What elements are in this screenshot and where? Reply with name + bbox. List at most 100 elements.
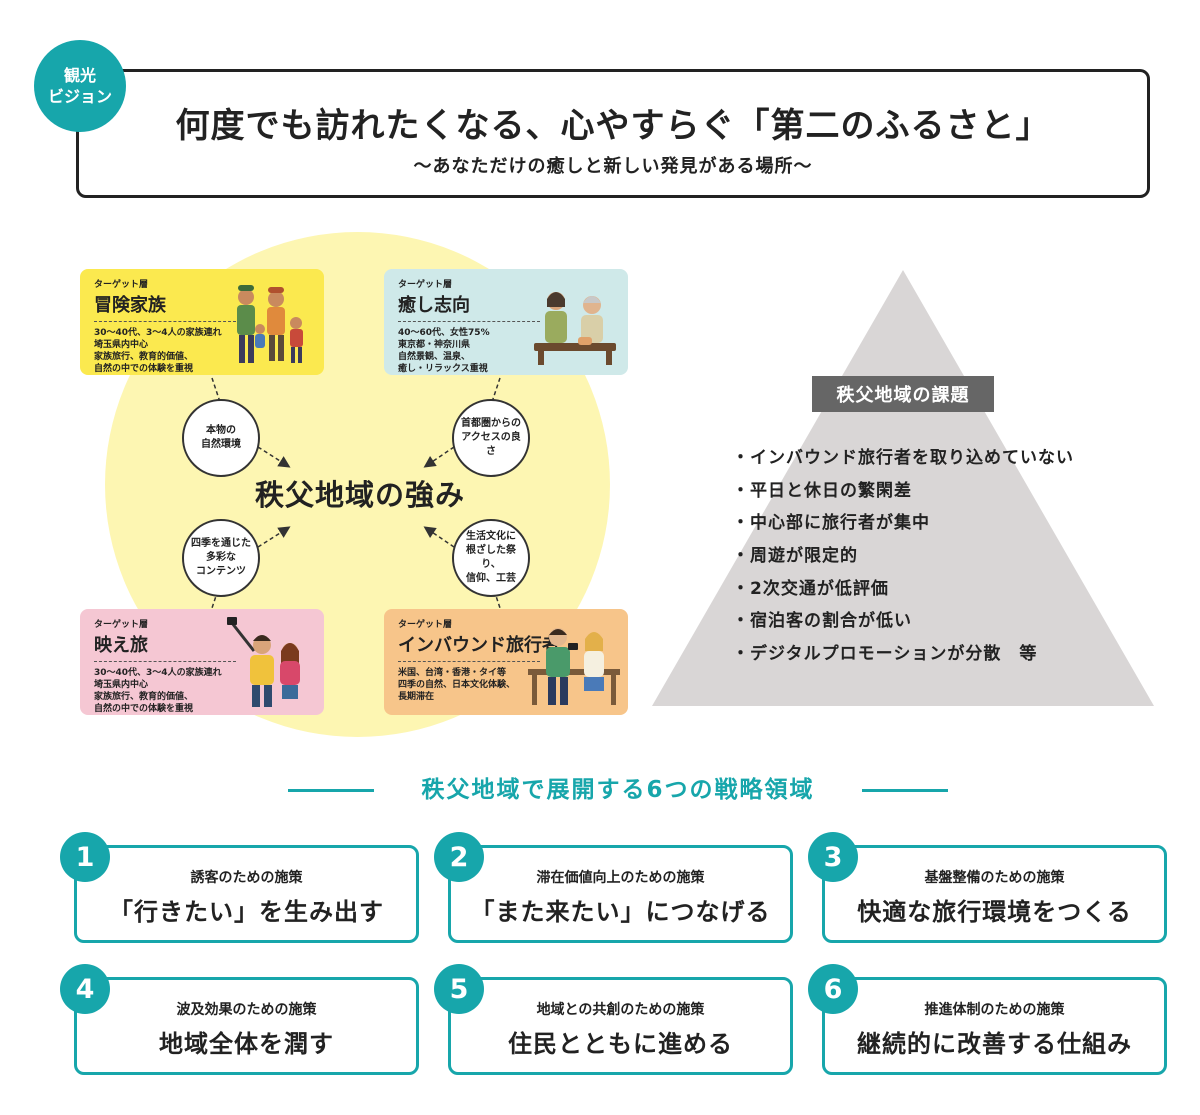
strategy-main-text: 「また来たい」につなげる xyxy=(470,898,771,926)
strategy-number-badge: 5 xyxy=(434,964,484,1014)
strategy-subtitle: 推進体制のための施策 xyxy=(924,1002,1065,1018)
issues-panel: 秩父地域の課題 ・インバウンド旅行者を取り込めていない ・平日と休日の繁閑差 ・… xyxy=(652,270,1154,706)
target-desc-line: 長期滞在 xyxy=(398,692,435,702)
strategy-card-1: 誘客のための施策 「行きたい」を生み出す xyxy=(74,845,419,943)
target-title: インバウンド旅行者 xyxy=(398,635,560,656)
strengths-diagram: ターゲット層 冒険家族 30〜40代、3〜4人の家族連れ 埼玉県内中心 家族旅行… xyxy=(0,220,650,750)
issues-triangle xyxy=(652,270,1154,706)
strategy-heading-text: 秩父地域で展開する6つの戦略領域 xyxy=(421,777,815,803)
vision-title: 何度でも訪れたくなる、心やすらぐ「第二のふるさと」 xyxy=(175,106,1051,146)
issue-item: ・インバウンド旅行者を取り込めていない xyxy=(732,448,1074,468)
issue-item: ・周遊が限定的 xyxy=(732,546,858,567)
strength-text-line: 自然環境 xyxy=(201,439,241,450)
strategy-card-2: 滞在価値向上のための施策 「また来たい」につなげる xyxy=(448,845,793,943)
target-desc-line: 埼玉県内中心 xyxy=(94,340,149,350)
issue-item: ・デジタルプロモーションが分散 等 xyxy=(732,644,1038,665)
couple-selfie-illustration xyxy=(227,617,300,707)
strategy-main-text: 「行きたい」を生み出す xyxy=(109,898,384,926)
strategy-number-badge: 3 xyxy=(808,832,858,882)
strategy-subtitle: 誘客のための施策 xyxy=(190,870,303,886)
strength-culture: 生活文化に 根ざした祭り、 信仰、工芸 xyxy=(452,519,530,597)
link-adv-to-nature xyxy=(211,377,221,403)
target-desc-line: 30〜40代、3〜4人の家族連れ xyxy=(94,328,222,338)
target-description: 40〜60代、女性75% 東京都・神奈川県 自然景観、温泉、 癒し・リラックス重… xyxy=(398,327,543,375)
target-desc-line: 四季の自然、日本文化体験、 xyxy=(398,680,516,690)
arrow-culture-to-center xyxy=(423,526,455,548)
link-heal-to-access xyxy=(491,377,501,403)
target-desc-line: 東京都・神奈川県 xyxy=(398,340,471,350)
target-separator xyxy=(398,661,540,662)
target-title: 癒し志向 xyxy=(398,295,470,316)
issues-title: 秩父地域の課題 xyxy=(812,376,994,412)
target-desc-line: 自然の中での体験を重視 xyxy=(94,364,194,374)
diagram-connectors xyxy=(211,377,501,609)
target-tag: ターゲット層 xyxy=(398,280,453,290)
strength-seasons: 四季を通じた 多彩な コンテンツ xyxy=(182,519,260,597)
target-separator xyxy=(398,321,540,322)
target-desc-line: 30〜40代、3〜4人の家族連れ xyxy=(94,668,222,678)
strength-text-line: 信仰、工芸 xyxy=(466,573,516,584)
link-inbound-to-culture xyxy=(491,583,501,609)
target-desc-line: 米国、台湾・香港・タイ等 xyxy=(398,668,507,678)
strategy-subtitle: 滞在価値向上のための施策 xyxy=(536,870,705,886)
strategy-subtitle: 基盤整備のための施策 xyxy=(924,870,1065,886)
arrow-nature-to-center xyxy=(257,446,291,468)
target-desc-line: 家族旅行、教育的価値、 xyxy=(94,352,194,362)
strategy-subtitle: 地域との共創のための施策 xyxy=(536,1002,705,1018)
vision-badge: 観光 ビジョン xyxy=(34,40,126,132)
target-desc-line: 40〜60代、女性75% xyxy=(398,328,490,338)
strengths-center-title: 秩父地域の強み xyxy=(254,478,465,512)
strategy-number-badge: 4 xyxy=(60,964,110,1014)
target-desc-line: 自然景観、温泉、 xyxy=(398,352,471,362)
target-description: 米国、台湾・香港・タイ等 四季の自然、日本文化体験、 長期滞在 xyxy=(398,667,543,703)
foreign-tourists-illustration xyxy=(528,628,620,705)
strategy-number-badge: 6 xyxy=(808,964,858,1014)
strategy-subtitle: 波及効果のための施策 xyxy=(176,1002,317,1018)
vision-subtitle: 〜あなただけの癒しと新しい発見がある場所〜 xyxy=(413,156,813,177)
target-desc-line: 自然の中での体験を重視 xyxy=(94,704,194,714)
strategy-number-badge: 1 xyxy=(60,832,110,882)
issue-item: ・2次交通が低評価 xyxy=(732,578,889,599)
target-title: 映え旅 xyxy=(94,635,148,656)
strategy-card-3: 基盤整備のための施策 快適な旅行環境をつくる xyxy=(822,845,1167,943)
vision-box: 何度でも訪れたくなる、心やすらぐ「第二のふるさと」 〜あなただけの癒しと新しい発… xyxy=(76,69,1150,198)
strategy-main-text: 快適な旅行環境をつくる xyxy=(857,898,1132,926)
strength-text-line: アクセスの良さ xyxy=(461,432,521,457)
heading-rule-left xyxy=(288,789,374,792)
target-separator xyxy=(94,321,236,322)
women-relaxing-illustration xyxy=(534,292,616,365)
target-tag: ターゲット層 xyxy=(398,620,453,630)
family-hiking-illustration xyxy=(237,285,303,363)
target-card-healing: ターゲット層 癒し志向 40〜60代、女性75% 東京都・神奈川県 自然景観、温… xyxy=(384,269,628,375)
issue-item: ・平日と休日の繁閑差 xyxy=(732,480,912,501)
strategy-card-5: 地域との共創のための施策 住民とともに進める xyxy=(448,977,793,1075)
issue-item: ・中心部に旅行者が集中 xyxy=(732,513,930,534)
target-desc-line: 埼玉県内中心 xyxy=(94,680,149,690)
target-description: 30〜40代、3〜4人の家族連れ 埼玉県内中心 家族旅行、教育的価値、 自然の中… xyxy=(94,327,239,375)
issue-item: ・宿泊客の割合が低い xyxy=(732,611,912,632)
target-tag: ターゲット層 xyxy=(94,280,149,290)
strategy-main-text: 住民とともに進める xyxy=(508,1030,733,1058)
target-tag: ターゲット層 xyxy=(94,620,149,630)
strategy-heading: 秩父地域で展開する6つの戦略領域 xyxy=(288,772,948,808)
target-desc-line: 癒し・リラックス重視 xyxy=(398,364,488,374)
target-card-adventure-family: ターゲット層 冒険家族 30〜40代、3〜4人の家族連れ 埼玉県内中心 家族旅行… xyxy=(80,269,324,375)
strength-text-line: 根ざした祭り、 xyxy=(466,545,516,570)
issue-list: ・インバウンド旅行者を取り込めていない ・平日と休日の繁閑差 ・中心部に旅行者が… xyxy=(732,442,1074,671)
target-card-inbound-traveler: ターゲット層 インバウンド旅行者 米国、台湾・香港・タイ等 四季の自然、日本文化… xyxy=(384,609,628,715)
strength-text-line: 首都圏からの xyxy=(461,418,521,429)
strength-text-line: コンテンツ xyxy=(196,566,246,577)
strategy-main-text: 継続的に改善する仕組み xyxy=(857,1030,1132,1058)
target-card-photogenic-trip: ターゲット層 映え旅 30〜40代、3〜4人の家族連れ 埼玉県内中心 家族旅行、… xyxy=(80,609,324,715)
strength-nature: 本物の 自然環境 xyxy=(182,399,260,477)
vision-badge-line2: ビジョン xyxy=(47,87,112,106)
strategy-card-4: 波及効果のための施策 地域全体を潤す xyxy=(74,977,419,1075)
vision-badge-line1: 観光 xyxy=(63,66,96,85)
strength-access: 首都圏からの アクセスの良さ xyxy=(452,399,530,477)
strategy-card-6: 推進体制のための施策 継続的に改善する仕組み xyxy=(822,977,1167,1075)
arrow-seasons-to-center xyxy=(257,526,291,548)
target-desc-line: 家族旅行、教育的価値、 xyxy=(94,692,194,702)
strength-text-line: 生活文化に xyxy=(466,531,516,542)
arrow-access-to-center xyxy=(423,446,455,468)
strength-text-line: 本物の xyxy=(206,425,236,436)
